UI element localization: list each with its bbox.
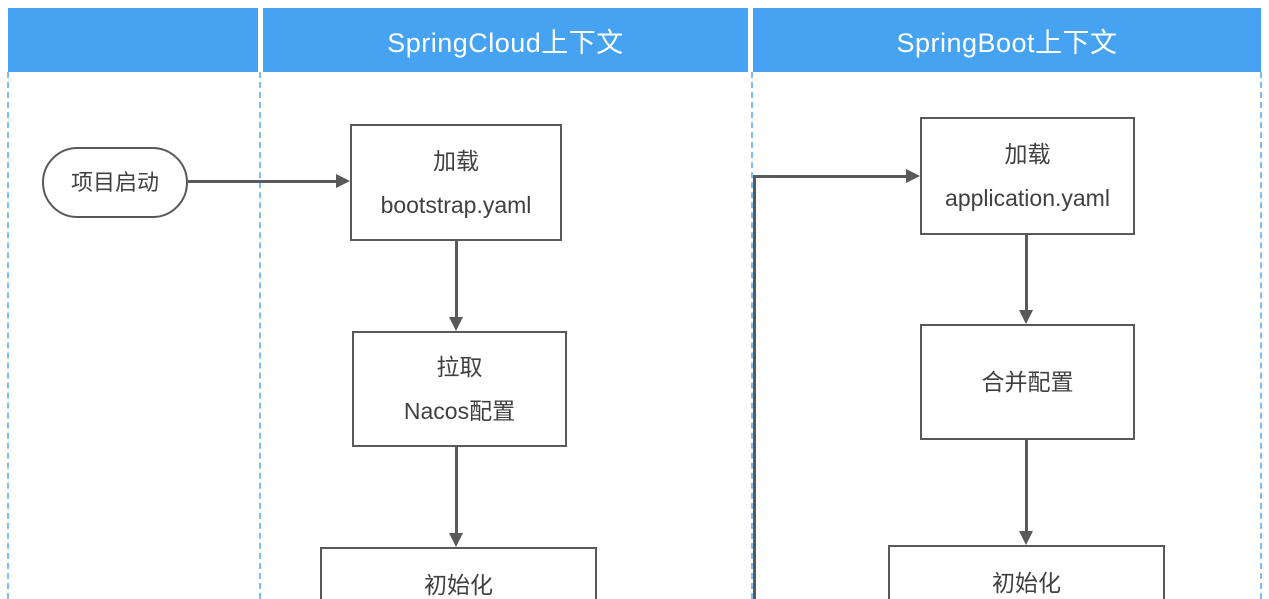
lane-border-left xyxy=(7,72,9,599)
edge-init-cloud-to-load-application-arrowhead xyxy=(906,169,920,183)
edge-load-bootstrap-to-pull-nacos-arrowhead xyxy=(449,317,463,331)
edge-init-cloud-to-load-application-horizontal xyxy=(753,175,906,178)
edge-init-cloud-to-load-application-vertical xyxy=(753,176,756,599)
node-label-line: 初始化 xyxy=(424,572,493,598)
node-label-line: 初始化 xyxy=(992,570,1061,596)
node-label-line: 项目启动 xyxy=(70,169,159,195)
edge-start-to-load-bootstrap-arrowhead xyxy=(336,174,350,188)
edge-start-to-load-bootstrap xyxy=(188,180,336,183)
edge-load-application-to-merge-config-arrowhead xyxy=(1019,310,1033,324)
node-label-line: 拉取 xyxy=(436,354,483,380)
lane-header-start xyxy=(8,8,258,72)
node-merge-config: 合并配置 xyxy=(920,324,1135,440)
edge-merge-config-to-init-boot-arrowhead xyxy=(1019,531,1033,545)
lane-title: SpringBoot上下文 xyxy=(896,27,1118,58)
node-label-line: bootstrap.yaml xyxy=(380,191,532,218)
lane-header-springboot: SpringBoot上下文 xyxy=(753,8,1261,72)
node-label-line: 合并配置 xyxy=(981,369,1074,395)
lane-border-right xyxy=(1260,72,1262,599)
edge-pull-nacos-to-init-cloud-arrowhead xyxy=(449,533,463,547)
node-label-line: 加载 xyxy=(1004,141,1051,167)
edge-load-bootstrap-to-pull-nacos xyxy=(455,241,458,319)
lane-title: SpringCloud上下文 xyxy=(387,27,624,58)
lane-border-cloud-boot xyxy=(751,72,753,599)
node-load-application: 加载 application.yaml xyxy=(920,117,1135,235)
node-init-cloud: 初始化 xyxy=(320,547,597,599)
lane-header-springcloud: SpringCloud上下文 xyxy=(263,8,748,72)
node-label-line: application.yaml xyxy=(945,185,1110,211)
node-load-bootstrap: 加载 bootstrap.yaml xyxy=(350,124,562,241)
node-label-line: 加载 xyxy=(433,147,479,174)
edge-pull-nacos-to-init-cloud xyxy=(455,447,458,535)
node-start: 项目启动 xyxy=(42,147,188,218)
node-label-line: Nacos配置 xyxy=(403,398,516,424)
node-init-boot: 初始化 xyxy=(888,545,1165,599)
edge-load-application-to-merge-config xyxy=(1025,235,1028,312)
edge-merge-config-to-init-boot xyxy=(1025,440,1028,533)
node-pull-nacos: 拉取 Nacos配置 xyxy=(352,331,567,447)
lane-border-start-cloud xyxy=(259,72,261,599)
